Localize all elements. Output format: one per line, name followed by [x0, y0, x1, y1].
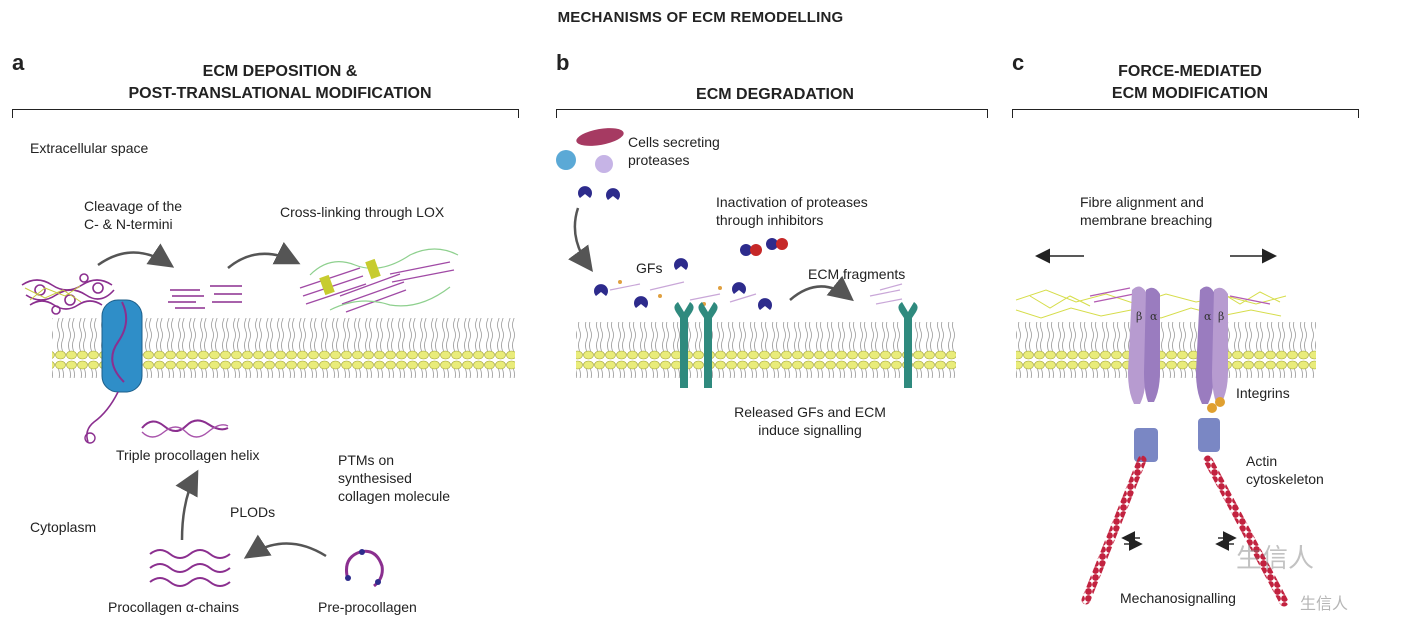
procollagen-in-channel	[111, 301, 128, 383]
label-cells-line1: Cells secreting	[628, 134, 720, 150]
beta-label-left: β	[1136, 310, 1142, 323]
cell-secreting-2	[556, 150, 576, 170]
label-released-line2: induce signalling	[758, 422, 862, 438]
panel-c-title-line1: FORCE-MEDIATED	[1118, 63, 1262, 80]
arrow-to-alpha	[243, 534, 327, 559]
arrow-cleavage	[97, 243, 175, 268]
cell-secreting-3	[595, 155, 613, 173]
label-ptms-line3: collagen molecule	[338, 488, 451, 504]
label-actin: Actin cytoskeleton	[1246, 452, 1324, 488]
label-cleavage-line1: Cleavage of the	[84, 198, 183, 214]
label-mechanosignalling: Mechanosignalling	[1120, 590, 1236, 606]
label-inactivation-line1: Inactivation of proteases	[716, 194, 868, 210]
crosslinked-collagen	[299, 261, 455, 313]
alpha-label-left: α	[1150, 310, 1158, 323]
label-extracellular-space: Extracellular space	[30, 140, 149, 156]
pre-procollagen-shape	[345, 549, 384, 588]
panel-a-title-line1: ECM DEPOSITION &	[202, 63, 358, 80]
lox-enzyme-1	[319, 274, 335, 296]
panel-b-title: ECM DEGRADATION	[696, 86, 854, 103]
label-cells-secreting: Cells secreting proteases	[628, 133, 720, 169]
label-integrins: Integrins	[1236, 385, 1290, 401]
label-plods: PLODs	[230, 504, 276, 520]
adaptor-left	[1134, 428, 1158, 462]
label-inactivation-line2: through inhibitors	[716, 212, 824, 228]
panel-a-art	[21, 241, 515, 588]
label-actin-line1: Actin	[1246, 453, 1278, 469]
arrow-fragments	[789, 275, 854, 302]
label-actin-line2: cytoskeleton	[1246, 471, 1324, 487]
label-cytoplasm: Cytoplasm	[30, 519, 97, 535]
label-fibre-line2: membrane breaching	[1080, 212, 1213, 228]
label-cleavage: Cleavage of the C- & N-termini	[84, 197, 182, 233]
label-ecm-fragments: ECM fragments	[808, 266, 906, 282]
beta-label-right: β	[1218, 310, 1224, 323]
label-triple-helix: Triple procollagen helix	[116, 447, 260, 463]
triple-helix	[141, 419, 229, 432]
membrane-c	[1016, 322, 1316, 378]
label-fibre-line1: Fibre alignment and	[1080, 194, 1204, 210]
panel-b-bracket	[556, 109, 988, 118]
panel-a-title-line2: POST-TRANSLATIONAL MODIFICATION	[128, 85, 432, 102]
watermark-small: 生信人	[1300, 594, 1349, 613]
membrane-b	[576, 322, 956, 378]
panel-a-letter: a	[12, 50, 25, 75]
receptors	[674, 302, 918, 388]
label-pre-procollagen: Pre-procollagen	[318, 599, 417, 615]
panel-c-bracket	[1012, 109, 1359, 118]
label-ptms: PTMs on synthesised collagen molecule	[338, 451, 450, 505]
panel-b-letter: b	[556, 50, 570, 75]
integrin-left: β α	[1128, 286, 1160, 404]
cleaved-fragments	[168, 285, 242, 309]
panel-c-title: FORCE-MEDIATED ECM MODIFICATION	[1030, 61, 1350, 105]
lox-enzyme-2	[365, 258, 381, 280]
label-released-line1: Released GFs and ECM	[734, 404, 886, 420]
panel-c-art: β α α β	[1015, 248, 1316, 607]
adaptor-right	[1198, 418, 1220, 452]
watermark-large: 生信人	[1236, 544, 1315, 574]
arrow-secrete	[568, 207, 593, 273]
alpha-label-right: α	[1204, 310, 1212, 323]
arrow-to-helix	[175, 469, 199, 541]
panel-a-title: ECM DEPOSITION & POST-TRANSLATIONAL MODI…	[30, 61, 530, 105]
label-alpha-chains: Procollagen α-chains	[108, 599, 240, 615]
panel-c-letter: c	[1012, 50, 1025, 75]
arrow-crosslink	[227, 241, 301, 269]
actin-left	[1081, 455, 1147, 605]
figure-title: MECHANISMS OF ECM REMODELLING	[557, 9, 844, 26]
panel-b-art	[556, 128, 956, 388]
mechano-arrows	[1121, 531, 1237, 551]
ecm-debris-b	[609, 281, 903, 305]
label-crosslinking: Cross-linking through LOX	[280, 204, 445, 220]
alpha-chains	[149, 549, 231, 587]
label-cleavage-line2: C- & N-termini	[84, 216, 173, 232]
label-released: Released GFs and ECM induce signalling	[700, 403, 920, 439]
cell-secreting-1	[576, 128, 624, 146]
panel-c-title-line2: ECM MODIFICATION	[1111, 85, 1269, 102]
yellow-fibres-a	[24, 285, 82, 303]
label-ptms-line2: synthesised	[338, 470, 412, 486]
protease-inhibitors	[740, 238, 788, 256]
actin-right	[1203, 455, 1289, 607]
panel-a-bracket	[12, 109, 519, 118]
label-gfs: GFs	[636, 260, 663, 276]
label-fibre-alignment: Fibre alignment and membrane breaching	[1080, 193, 1212, 229]
proteases	[578, 186, 772, 310]
integrin-right: α β	[1196, 286, 1228, 413]
label-cells-line2: proteases	[628, 152, 690, 168]
label-ptms-line1: PTMs on	[338, 452, 395, 468]
channel-a	[101, 299, 143, 393]
label-inactivation: Inactivation of proteases through inhibi…	[716, 193, 868, 229]
